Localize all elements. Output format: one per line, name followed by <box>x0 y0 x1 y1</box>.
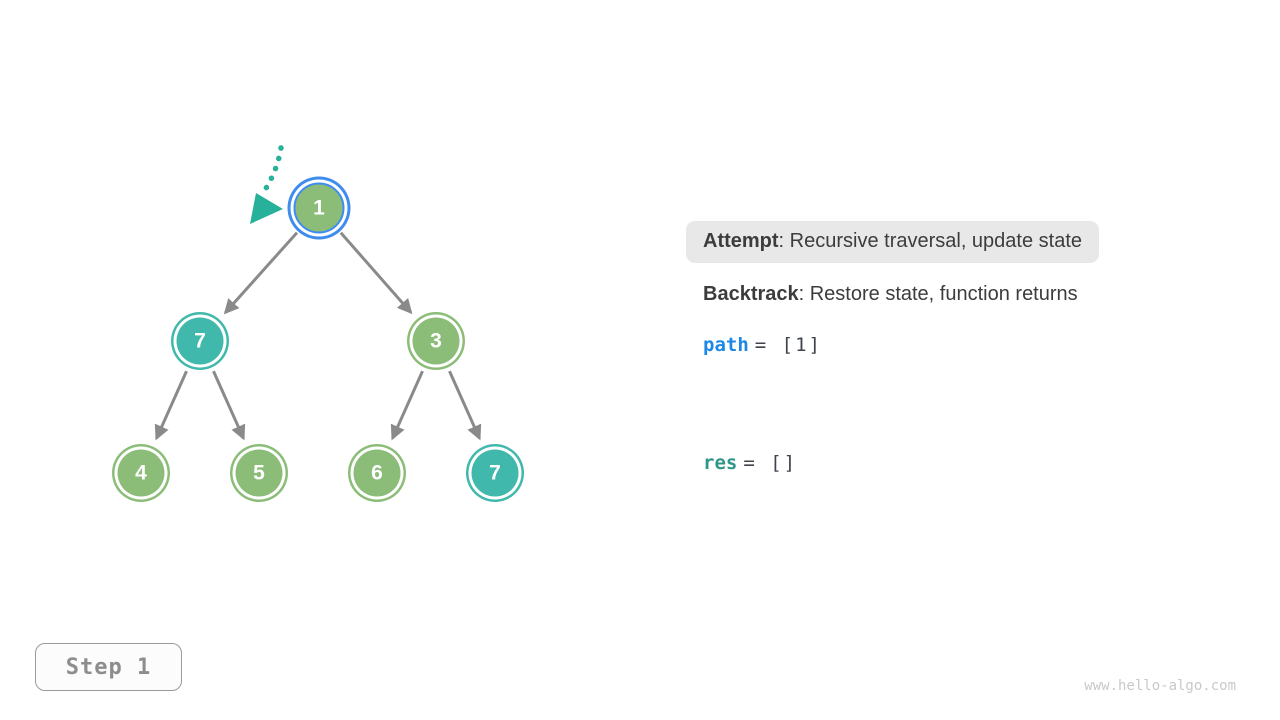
pointer-arrowhead-icon <box>250 193 283 224</box>
attempt-label: Attempt <box>703 230 779 252</box>
tree-edge-n3-n6 <box>390 370 424 441</box>
tree-edge-n7l-n4 <box>154 370 188 441</box>
path-value: = [1] <box>754 334 822 356</box>
watermark: www.hello-algo.com <box>1084 678 1236 694</box>
step-badge: Step 1 <box>35 643 182 691</box>
backtrack-line: Backtrack: Restore state, function retur… <box>703 283 1078 306</box>
tree-edge-n7l-n5 <box>212 370 246 441</box>
res-value: = [] <box>743 452 798 474</box>
backtrack-text: : Restore state, function returns <box>798 283 1078 305</box>
backtrack-label: Backtrack <box>703 283 799 305</box>
res-variable: res <box>703 452 738 474</box>
tree-edge-n1-n3 <box>339 231 413 315</box>
path-state-line: path= [1] <box>703 334 822 356</box>
path-variable: path <box>703 334 749 356</box>
pointer-dotted-tail <box>260 145 284 196</box>
tree-edge-n3-n7r <box>448 370 482 441</box>
tree-edge-n1-n7l <box>223 231 299 315</box>
attempt-text: : Recursive traversal, update state <box>778 230 1083 252</box>
tree-edges <box>154 231 482 441</box>
tree-diagram <box>154 145 482 441</box>
step-badge-label: Step 1 <box>65 654 152 680</box>
res-state-line: res= [] <box>703 452 797 474</box>
current-node-pointer <box>250 145 284 224</box>
attempt-callout: Attempt: Recursive traversal, update sta… <box>686 221 1100 263</box>
